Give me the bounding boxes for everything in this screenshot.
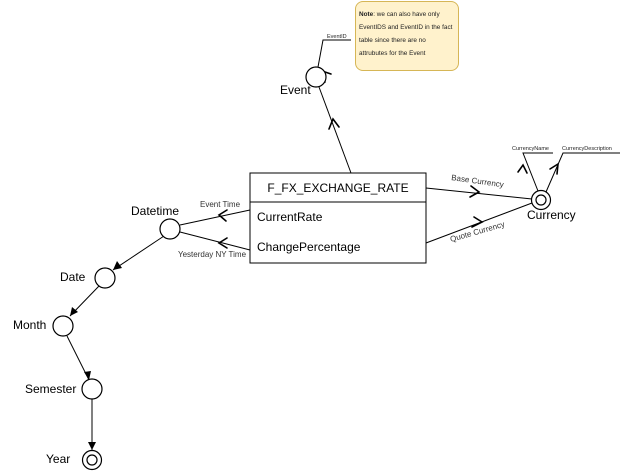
arrow-currencydescription — [549, 162, 559, 175]
label-semester: Semester — [25, 382, 76, 396]
label-date: Date — [60, 270, 86, 284]
fact-table-box — [249, 172, 427, 264]
arrowhead-date — [113, 261, 122, 270]
label-currency: Currency — [527, 208, 576, 222]
edge-currency-currencyname — [522, 152, 553, 192]
note-label: Note — [359, 11, 374, 18]
node-currency-inner — [535, 194, 547, 206]
arrowhead-semester — [84, 371, 91, 380]
arrowhead-month — [70, 307, 78, 316]
measure-change-percentage: ChangePercentage — [257, 240, 361, 254]
label-currencydescription: CurrencyDescription — [562, 146, 612, 152]
label-year: Year — [46, 452, 70, 466]
edge-fact-datetime-yesterday — [179, 231, 251, 251]
arrow-currencyname — [517, 163, 528, 174]
arrow-fact-event — [328, 117, 340, 130]
node-semester — [81, 378, 103, 400]
label-event: Event — [280, 83, 311, 97]
edge-currency-currencydescription — [545, 152, 620, 193]
arrow-base-currency — [469, 185, 481, 198]
arrow-datetime-yesterday — [217, 237, 228, 249]
label-month: Month — [13, 318, 46, 332]
node-date — [94, 267, 116, 289]
edge-fact-datetime-event — [179, 209, 251, 226]
edge-event-eventid — [317, 39, 351, 68]
edge-fact-currency-base — [425, 187, 533, 200]
role-base-currency: Base Currency — [451, 173, 505, 189]
arrow-quote-currency — [471, 216, 484, 228]
measure-current-rate: CurrentRate — [257, 210, 323, 224]
note-text: : we can also have only EventIDS and Eve… — [359, 11, 453, 57]
role-event-time: Event Time — [200, 200, 241, 209]
note-box: Note: we can also have only EventIDS and… — [355, 1, 459, 71]
label-eventid: EventID — [327, 34, 347, 40]
node-datetime — [159, 218, 181, 240]
fact-table-title: F_FX_EXCHANGE_RATE — [267, 181, 408, 195]
arrowhead-year — [88, 442, 96, 450]
node-month — [52, 315, 74, 337]
arrow-datetime-event — [217, 209, 228, 222]
node-event — [305, 66, 327, 88]
label-datetime: Datetime — [131, 204, 179, 218]
label-currencyname: CurrencyName — [512, 146, 549, 152]
node-year-inner — [86, 454, 98, 466]
edge-datetime-date — [112, 235, 165, 271]
role-yesterday-ny-time: Yesterday NY Time — [178, 250, 247, 259]
edge-fact-event — [318, 86, 352, 174]
